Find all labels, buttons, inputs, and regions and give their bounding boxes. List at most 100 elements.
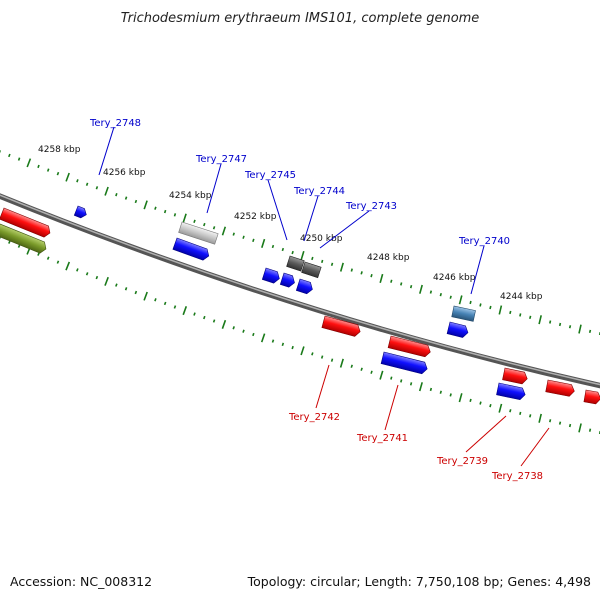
gene-feature-blue[interactable] [446,321,469,338]
minor-tick [429,387,433,392]
gene-feature-red[interactable] [583,389,600,405]
minor-tick [203,222,206,227]
minor-tick [271,244,275,249]
gene-feature-tery-2740[interactable] [451,305,476,322]
minor-tick [115,283,118,287]
minor-tick [271,339,275,343]
minor-tick [409,382,413,386]
minor-tick [124,196,128,200]
major-tick [419,284,423,294]
gene-label-tery-2748[interactable]: Tery_2748 [89,118,141,129]
minor-tick [281,342,285,347]
minor-tick [291,250,294,255]
major-tick [221,319,227,329]
gene-feature-tery-2744[interactable] [301,261,322,279]
map-title: Trichodesmium erythraeum IMS101, complet… [121,11,480,26]
gene-label-tery-2740[interactable]: Tery_2740 [458,236,510,247]
major-tick [260,333,266,343]
minor-tick [489,305,492,310]
minor-tick [76,268,79,272]
gene-feature-tery-2748[interactable] [73,205,88,219]
gene-feature-blue[interactable] [496,382,527,401]
gene-label-tery-2745[interactable]: Tery_2745 [244,170,296,181]
inner-scale-ticks [0,236,600,435]
minor-tick [321,259,324,264]
major-tick [143,200,148,210]
accession-text: Accession: NC_008312 [10,574,153,589]
minor-tick [469,398,472,402]
gene-feature-red[interactable] [0,207,52,239]
minor-tick [519,411,522,415]
gene-feature-tery-2745[interactable] [286,255,305,272]
minor-tick [400,282,403,286]
major-tick [578,423,582,433]
scale-label: 4254 kbp [169,191,212,201]
minor-tick [17,244,21,248]
minor-tick [37,164,40,169]
minor-tick [390,279,393,283]
gene-feature-tery-2741[interactable] [387,335,432,358]
gene-label-tery-2739[interactable]: Tery_2739 [436,456,488,467]
gene-label-tery-2747[interactable]: Tery_2747 [195,154,247,165]
forward-gene-labels: Tery_2748 Tery_2747 Tery_2745 Tery_2744 … [89,118,510,247]
gene-label-tery-2741[interactable]: Tery_2741 [356,433,408,444]
gene-feature-blue[interactable] [380,351,429,375]
major-tick [379,273,384,284]
gene-feature-tery-2747[interactable] [178,221,219,245]
gene-feature-tery-2739[interactable] [502,367,529,385]
major-tick [458,393,463,403]
minor-tick [439,292,442,297]
minor-tick [529,315,532,320]
gene-label-tery-2743[interactable]: Tery_2743 [345,201,397,212]
minor-tick [17,157,21,161]
minor-tick [252,238,255,243]
minor-tick [134,290,138,295]
gene-feature-tery-2742[interactable] [321,315,362,337]
minor-tick [439,390,442,394]
scale-label: 4250 kbp [300,234,343,244]
major-tick [379,370,384,380]
scale-label: 4258 kbp [38,145,81,155]
major-tick [498,305,503,315]
minor-tick [46,256,50,260]
major-tick [65,172,70,182]
major-tick [221,226,227,236]
minor-tick [95,186,99,190]
gene-label-tery-2742[interactable]: Tery_2742 [288,412,340,423]
gene-label-tery-2738[interactable]: Tery_2738 [491,471,543,482]
minor-tick [509,409,512,413]
minor-tick [46,168,50,172]
major-tick [578,324,582,334]
minor-tick [154,298,157,302]
gene-feature-olive[interactable] [0,219,48,254]
major-tick [26,158,32,168]
minor-tick [85,272,89,276]
scale-labels: 4258 kbp 4256 kbp 4254 kbp 4252 kbp 4250… [38,145,543,302]
minor-tick [370,273,373,278]
scale-label: 4246 kbp [433,273,476,283]
minor-tick [549,320,552,324]
minor-tick [311,352,314,356]
minor-tick [291,345,294,350]
gene-features [0,205,600,405]
major-tick [538,315,542,325]
gene-feature-blue[interactable] [261,267,281,284]
minor-tick [76,179,79,183]
minor-tick [154,206,157,210]
minor-tick [449,393,452,397]
minor-tick [529,414,532,418]
gene-feature-blue[interactable] [279,272,296,288]
major-tick [300,250,305,261]
gene-feature-blue[interactable] [295,278,314,295]
major-tick [538,413,542,423]
minor-tick [320,355,324,359]
gene-feature-blue[interactable] [172,237,211,262]
minor-tick [568,325,572,329]
gene-label-tery-2744[interactable]: Tery_2744 [293,186,345,197]
gene-feature-tery-2738[interactable] [545,379,576,397]
reverse-gene-labels: Tery_2742 Tery_2741 Tery_2739 Tery_2738 [288,412,543,482]
minor-tick [232,326,235,330]
minor-tick [469,300,472,305]
minor-tick [519,313,522,317]
